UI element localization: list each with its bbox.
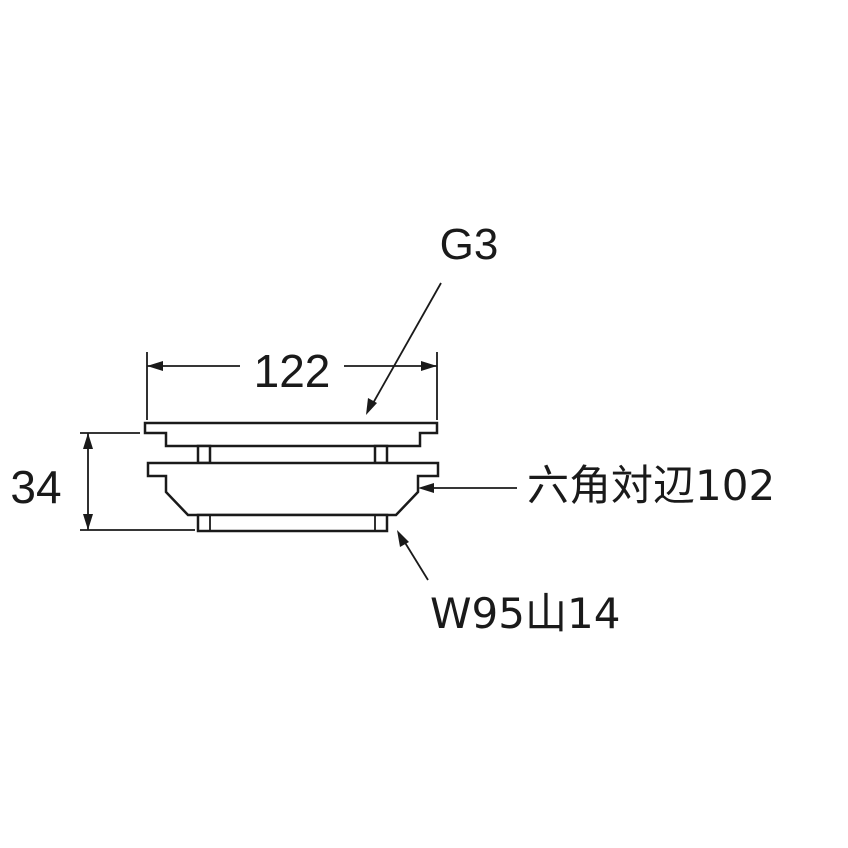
height-dimension-label: 34 — [10, 461, 61, 513]
part-outline — [143, 421, 440, 533]
thread-leader — [366, 282, 442, 415]
hex-body — [146, 461, 440, 517]
thread-size-label: G3 — [440, 220, 499, 269]
width-dimension — [146, 352, 438, 420]
right-post — [373, 444, 389, 465]
height-dimension — [80, 432, 195, 531]
lower-thread-leader — [397, 530, 429, 581]
width-dimension-label: 122 — [254, 345, 331, 397]
upper-flange — [143, 421, 439, 448]
left-post — [196, 444, 212, 465]
lower-thread-label: W95山14 — [430, 589, 620, 638]
lower-thread — [196, 513, 389, 533]
hex-size-label: 六角対辺102 — [527, 461, 775, 510]
hex-leader — [418, 483, 517, 493]
